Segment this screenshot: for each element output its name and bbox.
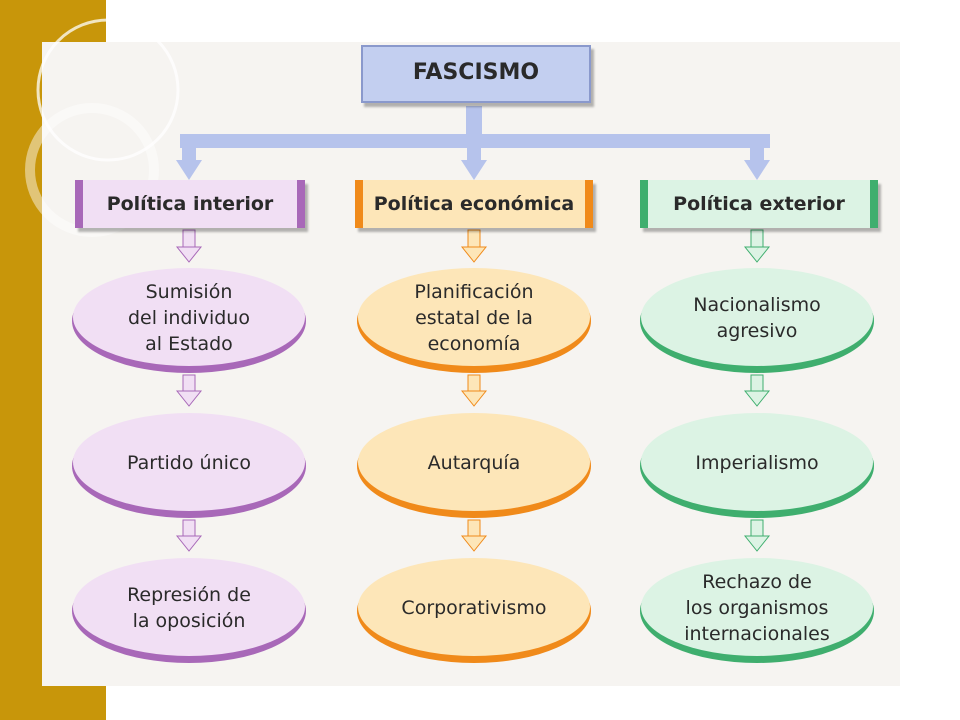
concept-oval-label: Sumisión del individuo al Estado [128,281,250,355]
column-header-box [75,180,305,228]
column-header-box [640,180,878,228]
flow-arrow-shaft [750,519,764,538]
flow-arrow-shaft [467,374,481,393]
concept-oval [641,413,873,511]
flow-arrow-head [175,390,203,407]
diagram-title: FASCISMO [412,60,540,85]
flow-arrow-head [175,246,203,263]
concept-oval-label: Corporativismo [401,597,547,619]
flow-arrow-head [460,535,488,552]
concept-oval [358,558,590,656]
concept-oval-label: Autarquía [427,452,521,474]
column-header-label: Política exterior [673,193,845,215]
connector-drop-3 [750,140,764,162]
flow-arrow-shaft [467,519,481,538]
column-header-box [355,180,593,228]
concept-oval-label: Represión de la oposición [127,584,251,632]
concept-oval [641,268,873,366]
column-header-accent-right [585,180,593,228]
connector-arrow-3 [744,160,770,180]
flow-arrow-shaft [467,229,481,249]
deco-ring-small [25,103,159,237]
concept-oval-label: Nacionalismo agresivo [693,294,821,342]
concept-oval [73,413,305,511]
flow-arrow-head [743,535,771,552]
flow-arrow-shaft [182,229,196,249]
concept-oval [358,413,590,511]
columns-layer [72,180,878,663]
flow-arrow-head [460,390,488,407]
column-header-accent-left [640,180,648,228]
connector-drop-1 [182,140,196,162]
flow-arrow-shaft [750,229,764,249]
column-header-accent-left [75,180,83,228]
flow-arrow-shaft [750,374,764,393]
concept-oval-label: Partido único [127,452,251,474]
title-connectors [176,106,770,180]
concept-oval [73,268,305,366]
flow-arrow-head [743,246,771,263]
connector-arrow-2 [461,160,487,180]
concept-oval-label: Imperialismo [695,452,819,474]
concept-oval-label: Rechazo de los organismos internacionale… [684,571,830,645]
column-header-label: Política interior [106,193,274,215]
flow-arrow-shaft [182,374,196,393]
column-header-accent-right [297,180,305,228]
concept-oval-label: Planificación estatal de la economía [414,281,534,355]
flow-arrow-head [743,390,771,407]
concept-oval [358,268,590,366]
connector-arrow-1 [176,160,202,180]
column-header-accent-left [355,180,363,228]
connector-stem [466,106,482,142]
flow-arrow-head [175,535,203,552]
flow-arrow-head [460,246,488,263]
connector-drop-2 [467,140,481,162]
concept-oval [641,558,873,656]
column-header-accent-right [870,180,878,228]
flow-arrow-shaft [182,519,196,538]
deco-ring-large [36,18,180,162]
concept-oval [73,558,305,656]
column-header-label: Política económica [373,193,575,215]
title-box [361,45,591,103]
